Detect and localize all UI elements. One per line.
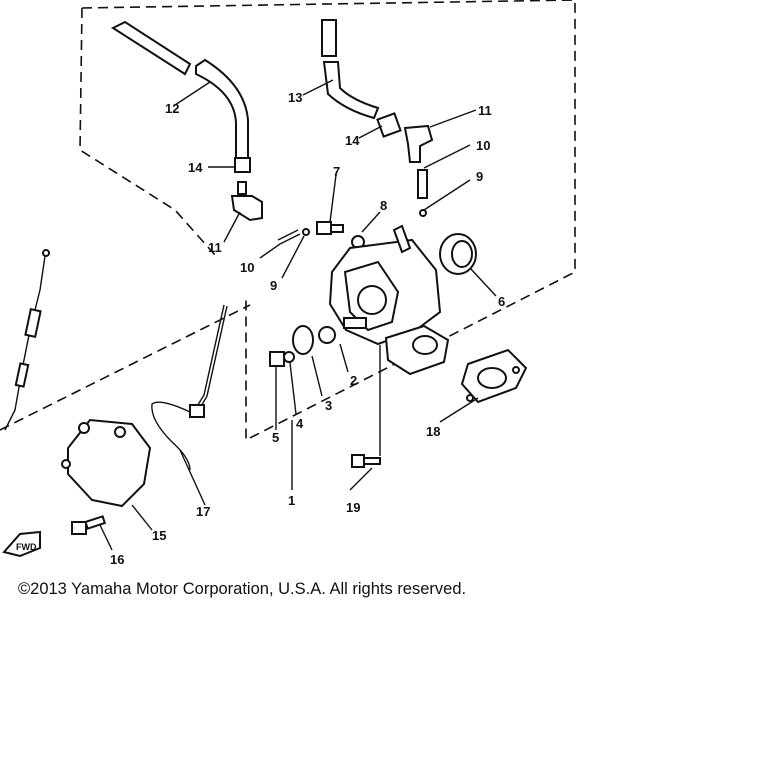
callout-10-right: 10 (476, 138, 490, 153)
callout-2: 2 (350, 373, 357, 388)
callout-5: 5 (272, 430, 279, 445)
callout-11-right: 11 (478, 103, 492, 118)
circlip-4 (283, 351, 295, 363)
fitting-11-left (230, 157, 263, 222)
callout-19: 19 (346, 500, 360, 515)
bolt-7 (316, 221, 344, 235)
callout-13: 13 (288, 90, 302, 105)
callout-10-left: 10 (240, 260, 254, 275)
callout-16: 16 (110, 552, 124, 567)
callout-11-left: 11 (208, 240, 222, 255)
hose-13 (321, 19, 380, 120)
callout-18: 18 (426, 424, 440, 439)
copyright-notice: ©2013 Yamaha Motor Corporation, U.S.A. A… (18, 580, 467, 598)
oil-pump-body (328, 224, 450, 376)
parts-diagram: FWD 12 13 11 14 10 14 7 9 (0, 0, 576, 567)
callout-12: 12 (165, 101, 179, 116)
assembly-boundary (0, 0, 576, 442)
throttle-cable (4, 249, 50, 431)
leader-lines (99, 79, 497, 551)
callout-8: 8 (380, 198, 387, 213)
hose-12 (110, 20, 249, 159)
cable-17 (151, 304, 228, 471)
callout-6: 6 (498, 294, 505, 309)
callout-17: 17 (196, 504, 210, 519)
callout-14-left: 14 (188, 160, 203, 175)
gear-3 (292, 325, 314, 355)
seal-6 (439, 233, 477, 275)
callout-1: 1 (288, 493, 295, 508)
callout-numbers: 12 13 11 14 10 14 7 9 8 11 10 9 6 2 3 4 … (110, 90, 505, 567)
svg-text:FWD: FWD (16, 542, 37, 552)
callout-3: 3 (325, 398, 332, 413)
spring-10-left (277, 228, 310, 245)
callout-4: 4 (296, 416, 304, 431)
fitting-11-right (376, 112, 434, 163)
washer-2 (318, 326, 336, 344)
callout-9-left: 9 (270, 278, 277, 293)
callout-7: 7 (333, 164, 340, 179)
spring-10-right (417, 169, 428, 217)
callout-9-right: 9 (476, 169, 483, 184)
callout-15: 15 (152, 528, 166, 543)
front-direction-marker: FWD (2, 530, 41, 558)
bolt-16 (71, 515, 107, 535)
gasket-18 (460, 348, 528, 404)
bolt-19 (351, 454, 381, 468)
cover-15 (61, 418, 152, 508)
nut-5 (269, 351, 285, 367)
callout-14-right: 14 (345, 133, 360, 148)
